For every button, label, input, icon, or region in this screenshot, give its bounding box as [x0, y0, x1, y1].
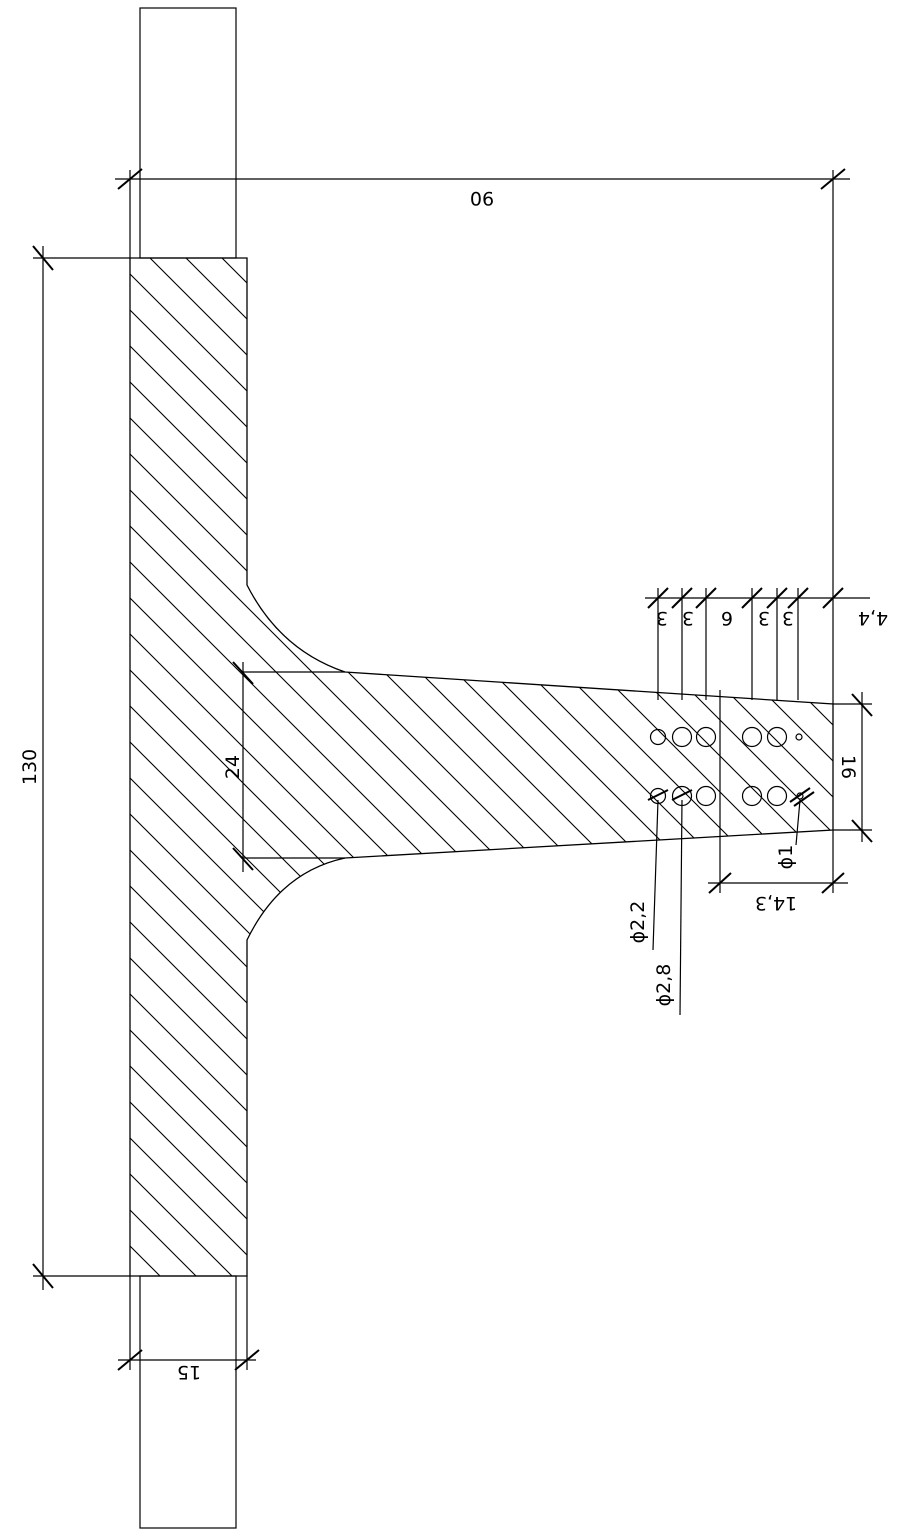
- dimension-label-24: 24: [222, 755, 244, 779]
- dimension-label-15: 15: [177, 1361, 201, 1383]
- dimension-width-top: 90: [115, 168, 850, 704]
- dimension-slab-tip: 16: [833, 692, 873, 843]
- dimension-height-total: 130: [19, 245, 130, 1290]
- dimension-slab-root: 24: [222, 661, 345, 872]
- dimension-bar-spacing-chain: 3 3 6 3 3 4,4: [645, 587, 888, 700]
- lower-wall-outline: [139, 1275, 237, 1529]
- rebar-label-2-2: ϕ2,2: [627, 901, 649, 944]
- rebar-diameter-leaders: ϕ2,2 ϕ2,8 ϕ1: [627, 787, 815, 1016]
- spacing-label-a: 3: [656, 607, 668, 629]
- dimension-wall-thickness: 15: [117, 1276, 260, 1383]
- dimension-cover-from-edge: 14,3: [708, 690, 848, 914]
- spacing-label-c: 6: [721, 607, 733, 629]
- spacing-label-e: 3: [782, 607, 794, 629]
- dimension-label-4-4: 4,4: [858, 607, 888, 629]
- spacing-label-d: 3: [758, 607, 770, 629]
- dimension-label-90: 90: [470, 187, 494, 209]
- rebar-label-1: ϕ1: [775, 845, 797, 870]
- dimension-label-16: 16: [837, 755, 859, 779]
- rebar-top-row: [649, 726, 803, 748]
- dimension-label-130: 130: [19, 749, 41, 785]
- dimension-label-14-3: 14,3: [755, 892, 797, 914]
- rebar-label-2-8: ϕ2,8: [653, 964, 675, 1007]
- upper-wall-outline: [139, 7, 237, 259]
- spacing-label-b: 3: [682, 607, 694, 629]
